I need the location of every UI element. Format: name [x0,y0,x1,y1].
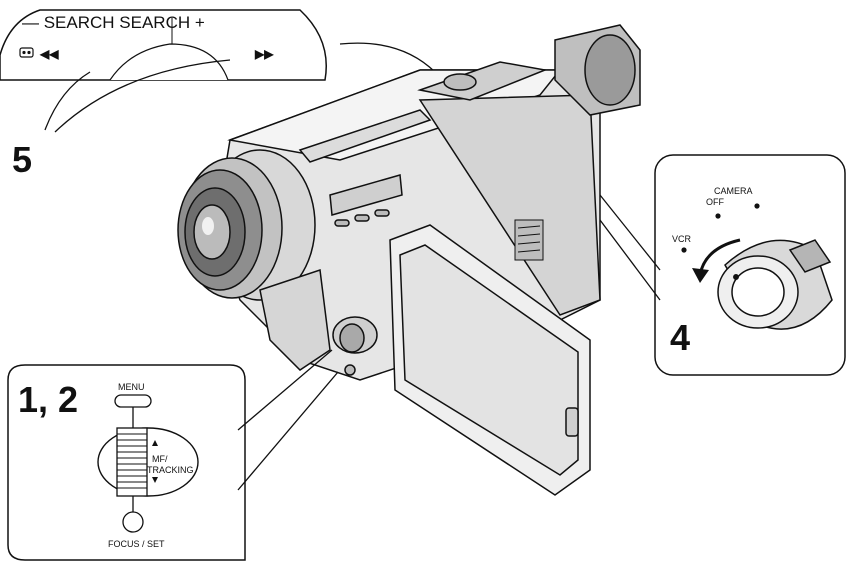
focus-set-label: FOCUS / SET [108,539,165,549]
power-dial[interactable] [717,239,833,330]
mf-tracking-dial[interactable] [97,427,199,497]
tracking-label: TRACKING [147,465,194,475]
power-dial-callout: VCR OFF CAMERA [599,154,846,376]
forward-symbol: ▶▶ [254,47,274,61]
search-title: — SEARCH SEARCH + [22,13,205,32]
step-label-5: 5 [12,139,32,180]
step-label-4: 4 [670,317,690,358]
tape-icon [19,47,34,58]
camera-label: CAMERA [714,186,753,196]
search-callout: — SEARCH SEARCH + ◀◀ ▶▶ [0,9,436,133]
menu-label: MENU [118,382,145,392]
step-label-1-2: 1, 2 [18,379,78,420]
focus-set-button[interactable] [122,511,144,533]
rewind-symbol: ◀◀ [39,47,59,61]
mf-label: MF/ [152,454,168,464]
lcd-monitor [389,224,591,496]
menu-focus-callout: MENU MF/ TRACKING FOCUS / SET [7,349,339,561]
off-label: OFF [706,197,724,207]
vcr-label: VCR [672,234,692,244]
menu-button[interactable] [114,394,152,408]
